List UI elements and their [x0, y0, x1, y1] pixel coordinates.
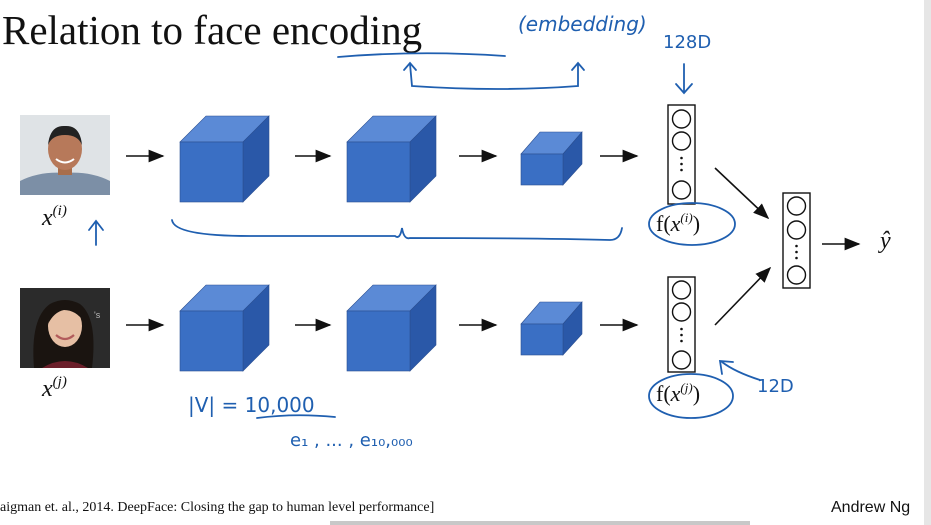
fx-prefix: f(	[656, 381, 671, 406]
fx-variable: x	[670, 211, 681, 236]
conv-block-3-icon	[520, 131, 583, 186]
conv-block-1-icon	[179, 284, 270, 372]
fx-suffix: )	[692, 381, 701, 406]
window-edge	[924, 0, 931, 525]
svg-text:'s: 's	[94, 310, 101, 320]
fx-superscript: (j)	[680, 380, 693, 395]
label-base: x	[42, 376, 53, 402]
fx-variable: x	[670, 381, 681, 406]
conv-block-1-icon	[179, 115, 270, 203]
label-superscript: (j)	[52, 374, 67, 390]
combined-vector	[782, 192, 811, 289]
slide-title: Relation to face encoding	[2, 6, 422, 54]
encoding-vector-i	[667, 104, 696, 205]
arrow-diagonal-icon	[714, 167, 770, 220]
vocab-size-note: |V| = 10,000	[188, 393, 315, 417]
embedding-note: (embedding)	[518, 12, 647, 36]
progress-scrollbar[interactable]	[330, 521, 750, 525]
title-highlight: encoding	[271, 7, 423, 53]
title-prefix: Relation to face	[2, 7, 272, 53]
handwritten-strokes	[88, 52, 761, 419]
conv-block-2-icon	[346, 115, 437, 203]
label-superscript: (i)	[52, 203, 67, 219]
author-name: Andrew Ng	[831, 499, 911, 516]
fx-superscript: (i)	[680, 210, 693, 225]
encoding-label-j: f(x(j))	[656, 380, 700, 407]
citation: aigman et. al., 2014. DeepFace: Closing …	[0, 500, 435, 515]
conv-block-3-icon	[520, 301, 583, 356]
input-label-j: x(j)	[42, 374, 67, 403]
fx-suffix: )	[692, 211, 701, 236]
dim-bottom-note: 12D	[757, 376, 794, 397]
encodings-note: e₁ , ... , e₁₀,₀₀₀	[290, 430, 413, 451]
fx-prefix: f(	[656, 211, 671, 236]
arrow-diagonal-icon	[714, 266, 772, 326]
face-photo-j: 's	[20, 288, 110, 368]
output-label: ŷ	[880, 228, 891, 254]
input-label-i: x(i)	[42, 203, 67, 232]
face-photo-i	[20, 115, 110, 195]
encoding-label-i: f(x(i))	[656, 210, 700, 237]
encoding-vector-j	[667, 276, 696, 373]
conv-block-2-icon	[346, 284, 437, 372]
label-base: x	[42, 205, 53, 231]
dim-top-note: 128D	[663, 32, 712, 53]
